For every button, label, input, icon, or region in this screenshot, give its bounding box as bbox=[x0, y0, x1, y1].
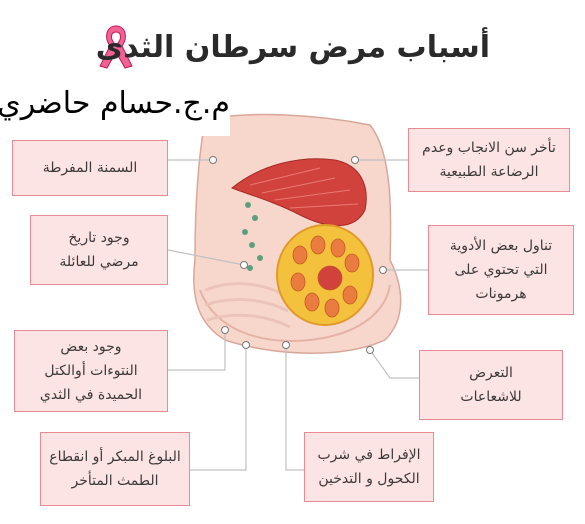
cause-line: الكحول و التدخين bbox=[318, 471, 420, 487]
cause-line: البلوغ المبكر أو انقطاع bbox=[49, 449, 181, 465]
cause-line: مرضي للعائلة bbox=[59, 254, 139, 270]
cause-line: الرضاعة الطبيعية bbox=[439, 164, 539, 180]
cause-line: تأخر سن الانجاب وعدم bbox=[422, 140, 556, 156]
lymph-nodes bbox=[242, 202, 263, 271]
muscle-fibers bbox=[249, 167, 359, 209]
cause-hormone-drugs: تناول بعض الأدوية التي تحتوي على هرمونات bbox=[428, 225, 574, 315]
cause-obesity: السمنة المفرطة bbox=[12, 140, 168, 196]
cause-late-childbearing: تأخر سن الانجاب وعدم الرضاعة الطبيعية bbox=[408, 128, 570, 192]
lobules bbox=[290, 235, 360, 318]
cause-line: التعرض bbox=[469, 365, 513, 381]
leader-dots bbox=[209, 156, 387, 354]
breast-contour bbox=[199, 284, 391, 342]
leader-lines bbox=[167, 159, 428, 471]
cause-line: تناول بعض الأدوية bbox=[449, 238, 553, 254]
cause-early-puberty: البلوغ المبكر أو انقطاع الطمث المتأخر bbox=[40, 432, 190, 506]
cause-family-history: وجود تاريخ مرضي للعائلة bbox=[30, 215, 168, 285]
cause-line: النتوءات أوالكتل bbox=[44, 363, 138, 379]
cause-alcohol-smoking: الإفراط في شرب الكحول و التدخين bbox=[304, 432, 434, 502]
cause-radiation: التعرض للاشعاعات bbox=[419, 350, 563, 420]
cause-line: وجود تاريخ bbox=[68, 230, 130, 246]
cause-line: السمنة المفرطة bbox=[42, 160, 138, 176]
author-name: م.ج.حسام حاضري bbox=[0, 72, 230, 136]
cause-line: وجود بعض bbox=[60, 339, 122, 355]
cause-line: الحميدة في الثدي bbox=[39, 387, 143, 403]
cause-benign-lumps: وجود بعض النتوءات أوالكتل الحميدة في الث… bbox=[14, 330, 168, 412]
pink-ribbon-icon bbox=[99, 25, 133, 69]
ribs bbox=[204, 282, 291, 329]
page-title: أسباب مرض سرطان الثدى bbox=[95, 30, 490, 65]
cause-line: للاشعاعات bbox=[460, 389, 522, 405]
pectoral-muscle bbox=[231, 158, 367, 227]
cause-line: هرمونات bbox=[475, 286, 527, 302]
cause-line: الإفراط في شرب bbox=[317, 447, 421, 463]
cause-line: الطمث المتأخر bbox=[71, 473, 159, 489]
cause-line: التي تحتوي على bbox=[454, 262, 548, 278]
